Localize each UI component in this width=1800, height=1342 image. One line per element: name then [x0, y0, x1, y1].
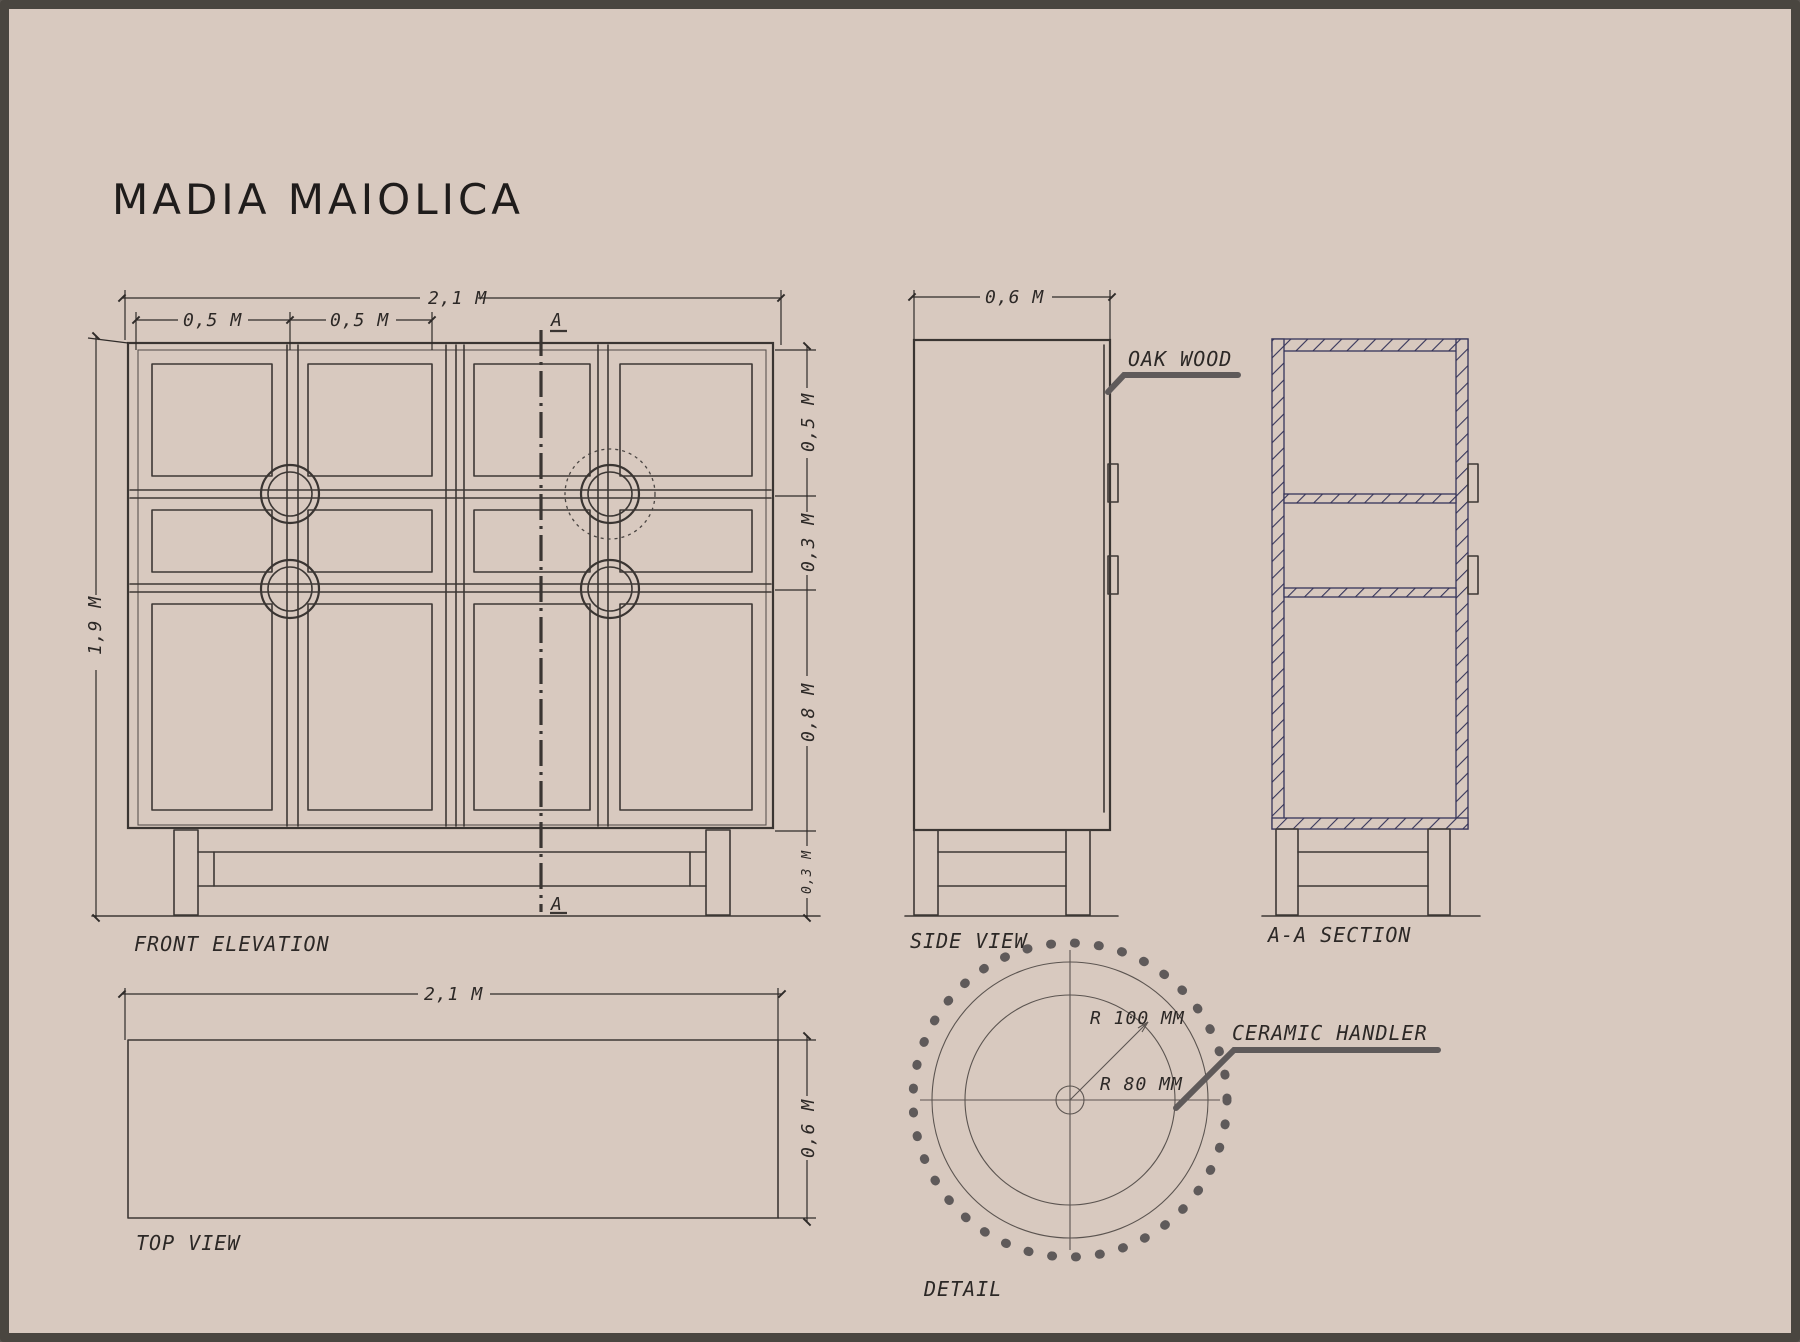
ceramic-handler-note: CERAMIC HANDLER — [1232, 1021, 1428, 1045]
front-carcass-inner — [137, 349, 767, 826]
aa-section-caption: A-A SECTION — [1266, 923, 1411, 947]
door-panels — [151, 363, 753, 811]
detail-radius-inner: R 80 MM — [1100, 1074, 1183, 1095]
oak-wood-leader — [1105, 372, 1241, 395]
front-height-dim: 1,9 M — [85, 596, 106, 655]
front-elevation-caption: FRONT ELEVATION — [134, 932, 330, 956]
front-carcass — [126, 341, 775, 830]
oak-wood-note: OAK WOOD — [1128, 347, 1232, 371]
front-width-dim: 2,1 M — [428, 288, 487, 309]
front-col2-dim: 0,5 M — [330, 310, 389, 331]
front-base — [91, 829, 821, 917]
handle-detail: R 100 MM R 80 MM CERAMIC HANDLER DETAIL — [908, 938, 1441, 1301]
front-lower-dim: 0,8 M — [798, 683, 819, 742]
detail-caption: DETAIL — [923, 1277, 1002, 1301]
side-view: 0,6 M OAK WOOD SIDE VIEW — [904, 287, 1241, 953]
front-dimensions: 2,1 M 0,5 M 0,5 M 1,9 M 0,5 M 0,3 M — [85, 288, 819, 923]
side-depth-dim: 0,6 M — [985, 287, 1044, 308]
top-width-dim: 2,1 M — [424, 984, 483, 1005]
front-col1-dim: 0,5 M — [183, 310, 242, 331]
front-base-dim: 0,3 M — [800, 850, 815, 894]
front-middle-dim: 0,3 M — [798, 513, 819, 572]
side-carcass — [912, 338, 1112, 832]
ceramic-handles — [259, 448, 656, 620]
side-view-caption: SIDE VIEW — [910, 929, 1028, 953]
ceramic-handler-leader — [1173, 1047, 1441, 1111]
top-view-caption: TOP VIEW — [136, 1231, 241, 1255]
section-mark-bottom: A — [550, 894, 563, 915]
section-mark-top: A — [550, 310, 563, 331]
front-upper-dim: 0,5 M — [798, 393, 819, 452]
top-view: 2,1 M 0,6 M TOP VIEW — [117, 984, 819, 1255]
front-elevation: A A 2,1 M 0,5 M 0,5 M 1,9 M — [85, 288, 821, 956]
aa-section: A-A SECTION — [1261, 338, 1481, 947]
drawing-title: MADIA MAIOLICA — [112, 175, 524, 224]
detail-radius-outer: R 100 MM — [1090, 1008, 1185, 1029]
top-outline — [127, 1039, 779, 1219]
top-depth-dim: 0,6 M — [798, 1099, 819, 1158]
detail-dotted-outline — [908, 938, 1232, 1262]
